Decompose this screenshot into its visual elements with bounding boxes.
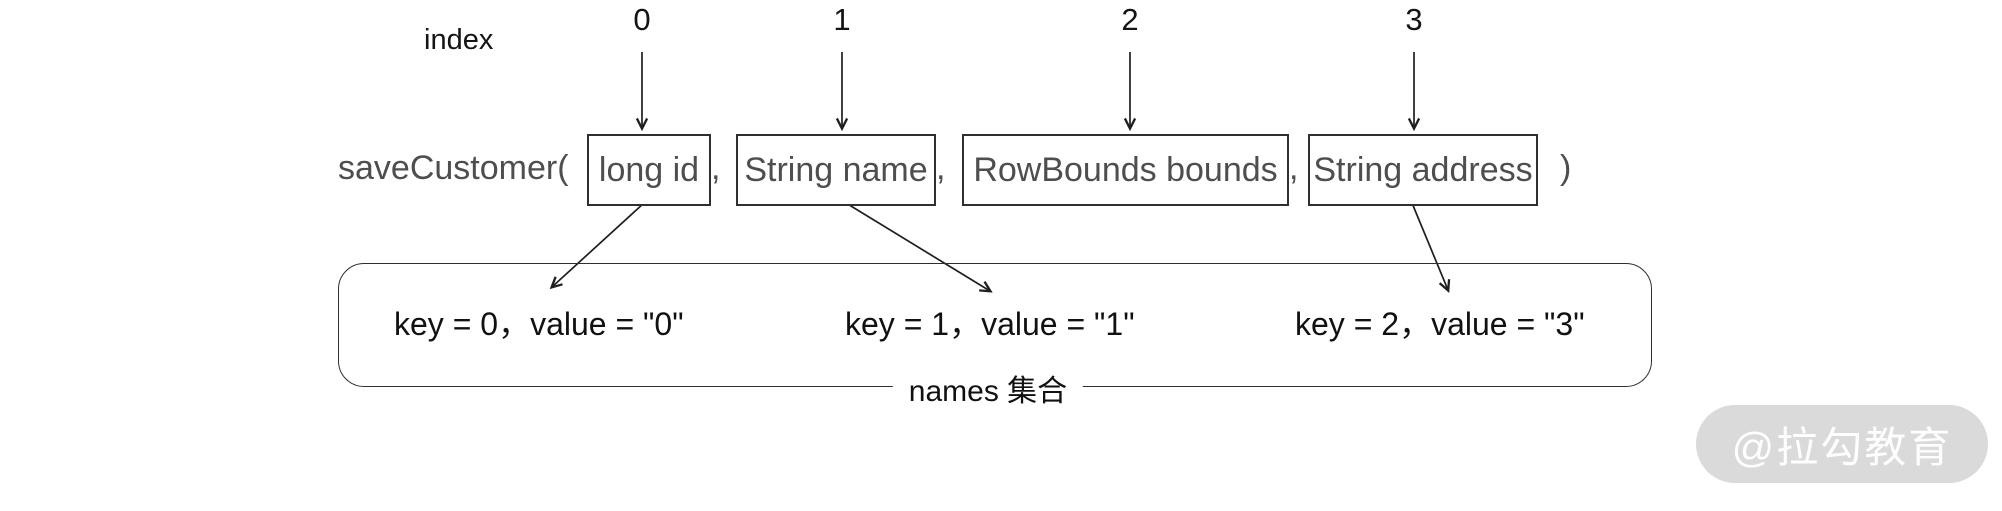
param-index-0: 0	[633, 2, 651, 37]
param-index-2: 2	[1121, 2, 1139, 37]
map-entry-0: key = 0，value = "0"	[394, 306, 684, 342]
param-box-string-name: String name	[736, 134, 936, 206]
collection-label: names 集合	[892, 366, 1084, 410]
param-box-rowbounds-bounds: RowBounds bounds	[962, 134, 1289, 206]
index-label: index	[424, 24, 494, 56]
method-prefix: saveCustomer(	[338, 148, 569, 187]
param-box-long-id: long id	[587, 134, 711, 206]
method-suffix: )	[1560, 148, 1572, 187]
param-index-1: 1	[833, 2, 851, 37]
separator-comma-1: ,	[936, 148, 946, 187]
separator-comma-0: ,	[711, 148, 721, 187]
param-index-3: 3	[1405, 2, 1423, 37]
separator-comma-2: ,	[1289, 148, 1299, 187]
param-box-string-address: String address	[1308, 134, 1538, 206]
map-entry-2: key = 2，value = "3"	[1295, 306, 1585, 342]
map-entry-1: key = 1，value = "1"	[845, 306, 1135, 342]
watermark-text: @拉勾教育	[1731, 423, 1953, 471]
watermark-badge: @拉勾教育	[1696, 405, 1988, 483]
